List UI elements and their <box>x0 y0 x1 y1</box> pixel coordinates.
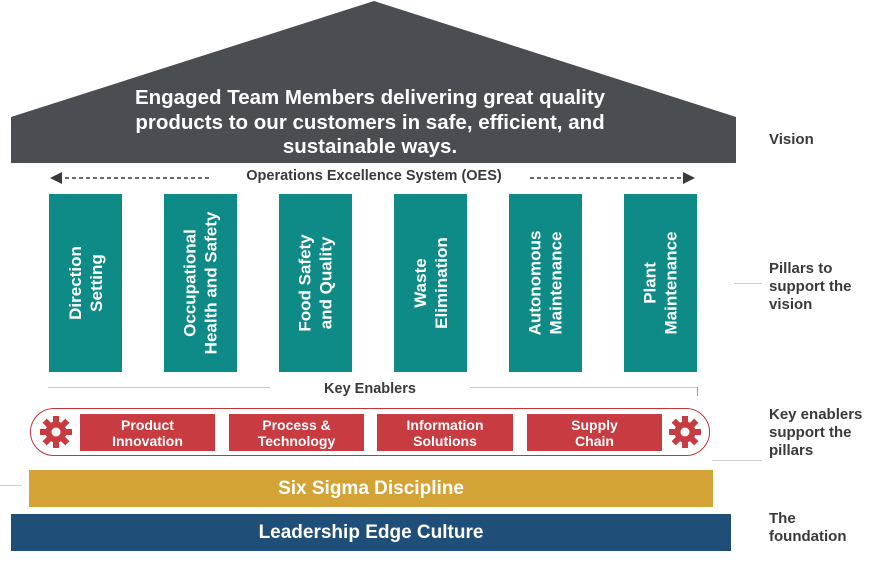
key-enablers-label: Key Enablers <box>270 381 470 397</box>
vision-roof <box>11 1 736 184</box>
side-label-line: Pillars to <box>769 260 833 277</box>
side-label-line: foundation <box>769 528 847 545</box>
side-label-line: support the <box>769 424 852 441</box>
pillar-line-2: Maintenance <box>546 231 566 335</box>
six-sigma-bar: Six Sigma Discipline <box>29 470 713 507</box>
side-label-line: vision <box>769 296 813 313</box>
vision-line-1: Engaged Team Members delivering great qu… <box>134 86 606 109</box>
pillar-plant-maintenance: Plant Maintenance <box>624 194 697 372</box>
pillar-line-2: Setting <box>86 254 106 312</box>
enabler-product-innovation: Product Innovation <box>80 414 215 451</box>
oes-arrowhead-left <box>50 172 62 184</box>
enabler-line-2: Innovation <box>112 432 183 449</box>
side-label-line: pillars <box>769 442 814 459</box>
vision-statement: Engaged Team Members delivering great qu… <box>60 86 680 160</box>
enabler-line-2: Chain <box>575 432 614 449</box>
pillar-line-2: and Quality <box>316 236 336 330</box>
enabler-line-1: Product <box>121 416 174 433</box>
pillar-label: Autonomous Maintenance <box>525 231 567 336</box>
pillar-line-1: Waste <box>410 258 430 308</box>
vision-line-2: products to our customers in safe, effic… <box>135 110 605 134</box>
oes-arrow-left <box>51 173 212 183</box>
pillar-label: Occupational Health and Safety <box>180 212 222 355</box>
pillar-label: Waste Elimination <box>410 237 452 329</box>
pillars-side-line <box>734 283 762 284</box>
gear-icon <box>40 416 72 448</box>
side-label-enablers: Key enablers support the pillars <box>769 406 862 460</box>
vision-line-3: sustainable ways. <box>282 135 458 158</box>
key-enablers-tick <box>697 387 698 396</box>
side-label-line: Key enablers <box>769 406 863 423</box>
pillar-waste-elimination: Waste Elimination <box>394 194 467 372</box>
pillar-line-2: Maintenance <box>661 231 681 335</box>
pillar-line-1: Occupational <box>180 229 200 337</box>
side-label-foundation: The foundation <box>769 510 846 546</box>
gear-icon <box>669 416 701 448</box>
oes-arrowhead-right <box>683 172 695 184</box>
enabler-line-1: Information <box>406 416 484 433</box>
enabler-line-1: Supply <box>571 416 618 433</box>
enabler-line-1: Process & <box>262 416 331 433</box>
oes-label: Operations Excellence System (OES) <box>246 168 502 184</box>
pillar-line-2: Elimination <box>431 237 451 329</box>
pillar-label: Direction Setting <box>65 246 107 320</box>
roof-shape <box>11 1 736 163</box>
side-label-line: support the <box>769 278 852 295</box>
side-label-vision: Vision <box>769 131 814 149</box>
enabler-process-technology: Process & Technology <box>229 414 364 451</box>
pillar-occupational-health-safety: Occupational Health and Safety <box>164 194 237 372</box>
enablers-conveyor <box>30 408 710 456</box>
enabler-supply-chain: Supply Chain <box>527 414 662 451</box>
pillar-line-1: Food Safety <box>295 234 315 332</box>
pillar-line-2: Health and Safety <box>201 211 221 355</box>
leadership-bar: Leadership Edge Culture <box>11 514 731 551</box>
enabler-line-2: Technology <box>257 432 336 449</box>
enabler-line-2: Solutions <box>413 432 477 449</box>
pillar-line-1: Autonomous <box>525 230 545 336</box>
pillar-label: Plant Maintenance <box>640 232 682 335</box>
enabler-information-solutions: Information Solutions <box>377 414 513 451</box>
pillar-line-1: Direction <box>65 246 85 320</box>
pillar-direction-setting: Direction Setting <box>49 194 122 372</box>
pillar-autonomous-maintenance: Autonomous Maintenance <box>509 194 582 372</box>
pillar-food-safety-quality: Food Safety and Quality <box>279 194 352 372</box>
side-label-pillars: Pillars to support the vision <box>769 260 852 314</box>
enablers-side-line <box>712 460 762 461</box>
left-edge-line <box>0 485 22 486</box>
pillar-line-1: Plant <box>640 262 660 304</box>
side-label-vision-text: Vision <box>769 131 814 148</box>
pillar-label: Food Safety and Quality <box>295 234 337 331</box>
side-label-line: The <box>769 510 796 527</box>
